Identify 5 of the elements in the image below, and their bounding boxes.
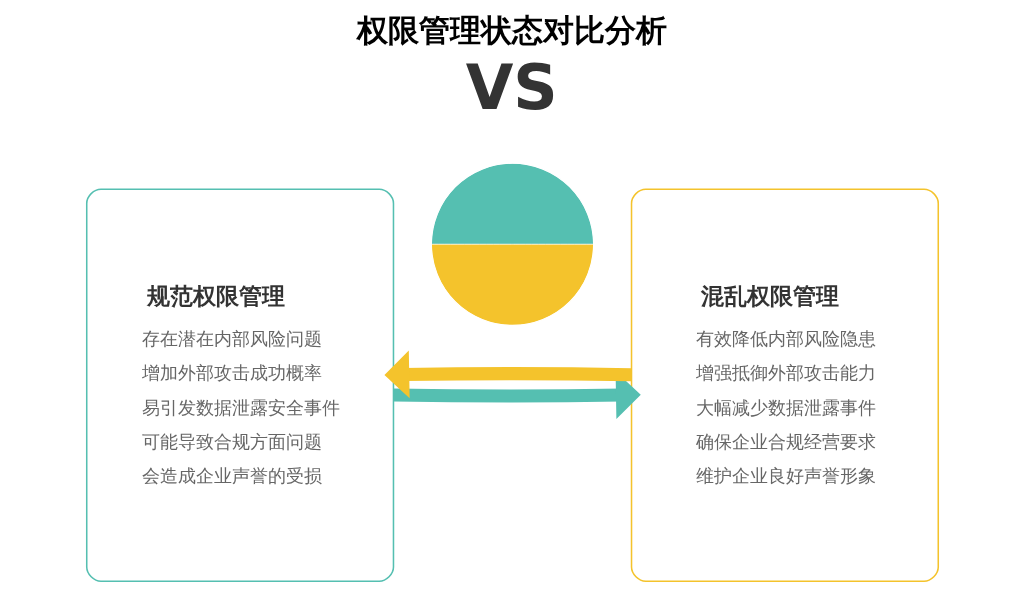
arrow xyxy=(383,350,631,399)
diagram-title: 权限管理状态对比分析 xyxy=(356,11,667,48)
node-box: 混乱权限管理 有效降低内部风险隐患 增强抵御外部攻击能力 大幅减少数据泄露事件 确保企业合规经营要求 维护企业良好声誉形象 xyxy=(630,188,939,582)
label: VS xyxy=(465,52,558,125)
node-box: 规范权限管理 存在潜在内部风险问题 增加外部攻击成功概率 易引发数据泄露安全事件 可能导致合规方面问题 会造成企业声誉的受损 xyxy=(85,188,394,582)
